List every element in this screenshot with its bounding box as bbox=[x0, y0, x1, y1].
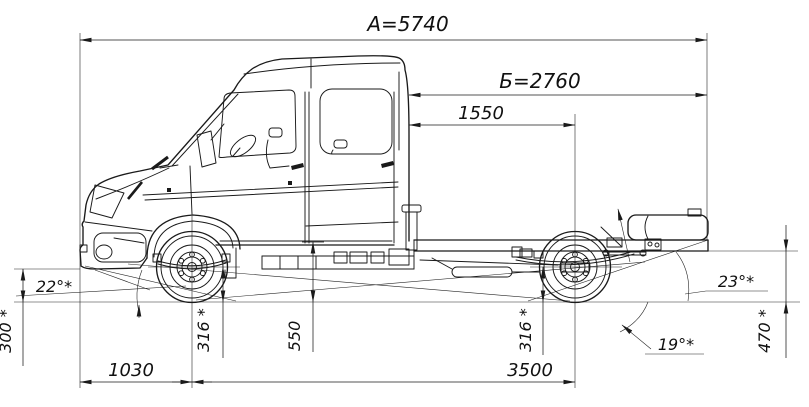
dim-label-approach-angle: 22°* bbox=[36, 277, 72, 296]
interior-sketch bbox=[229, 127, 348, 169]
seat-headrest bbox=[268, 127, 283, 138]
front-spring bbox=[157, 259, 227, 267]
front-door-window bbox=[218, 89, 297, 158]
bumper-bottom bbox=[80, 257, 148, 270]
rear-spring bbox=[515, 250, 635, 263]
hood-line bbox=[95, 167, 170, 200]
dim-label-front-axle-height: 316 * bbox=[194, 308, 213, 352]
dim-label-front-overhang: 1030 bbox=[108, 360, 154, 381]
dimension-labels: А=5740 Б=2760 1550 1030 3500 300 * 316 *… bbox=[0, 12, 774, 381]
headlight bbox=[89, 184, 125, 219]
fuel-tank bbox=[627, 214, 709, 241]
dimension-lines bbox=[20, 37, 789, 385]
dim-label-rear-axle-height: 316 * bbox=[516, 308, 535, 352]
filler-pipe bbox=[405, 211, 418, 251]
dim-label-departure-angle: 23°* bbox=[718, 272, 754, 291]
roof-gutter bbox=[243, 62, 401, 75]
seat-headrest bbox=[333, 139, 348, 149]
tank-filler bbox=[687, 208, 702, 217]
rear-door-window bbox=[319, 88, 393, 155]
front-wheel-arch-inner bbox=[153, 220, 234, 258]
side-mirror bbox=[196, 130, 217, 168]
fender-door-seam bbox=[189, 165, 193, 215]
dim-label-wheelbase: 3500 bbox=[507, 360, 553, 381]
dim-label-cab-to-frame-end: Б=2760 bbox=[499, 69, 580, 93]
fog-lamp bbox=[95, 244, 113, 260]
bumper-recess bbox=[93, 232, 147, 263]
filler-cap bbox=[401, 204, 422, 213]
wheels bbox=[155, 230, 612, 304]
cab-outline bbox=[79, 55, 410, 266]
shock-absorber bbox=[600, 226, 622, 247]
angle-construction-lines bbox=[15, 208, 768, 355]
door-handle bbox=[291, 163, 304, 170]
dim-label-ramp-angle: 19°* bbox=[658, 335, 694, 354]
chassis bbox=[94, 204, 709, 291]
windshield-inner bbox=[171, 93, 239, 167]
truck-side-view bbox=[79, 55, 410, 279]
driveshaft bbox=[419, 259, 559, 266]
front-wheel bbox=[155, 230, 229, 304]
dim-label-overall-length: А=5740 bbox=[365, 12, 448, 36]
steering-wheel bbox=[229, 134, 257, 158]
wiper bbox=[126, 181, 144, 200]
mud-flap bbox=[224, 247, 237, 279]
rear-wheel bbox=[538, 230, 612, 304]
side-molding bbox=[142, 181, 399, 196]
dim-label-mid-frame-height: 550 bbox=[285, 321, 304, 352]
dim-label-rear-frame-height: 470 * bbox=[755, 309, 774, 353]
dim-label-front-clearance: 300 * bbox=[0, 309, 15, 353]
wiper bbox=[151, 155, 169, 171]
front-wheel-arch bbox=[146, 214, 241, 259]
door-handle bbox=[381, 161, 394, 168]
tow-hook bbox=[79, 244, 88, 253]
dim-label-cab-to-rear-axle: 1550 bbox=[458, 103, 504, 124]
